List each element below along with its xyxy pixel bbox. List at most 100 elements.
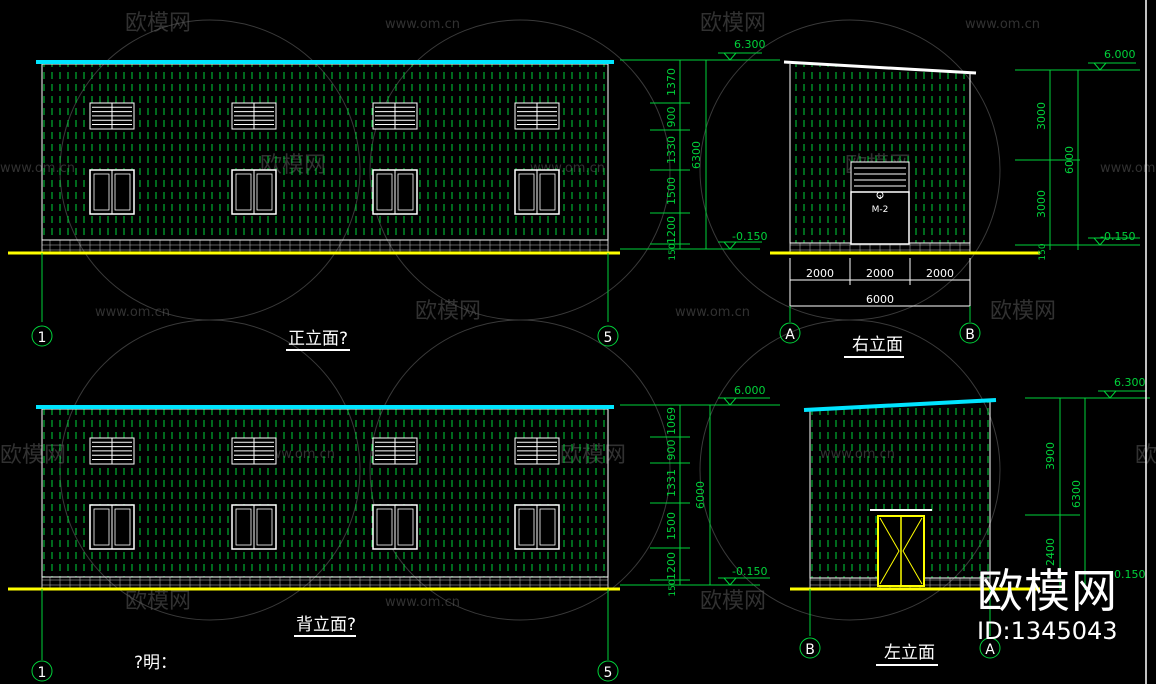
front-axis-label-left: 1 (38, 330, 47, 346)
back-dim-text: 6.000 -0.150 1069 900 1331 1500 1200 150… (665, 384, 767, 597)
watermark-url: www.om.cn (675, 305, 750, 320)
right-door-mark-circle (876, 191, 884, 199)
right-elev-top: 6.000 (1104, 48, 1136, 61)
watermark-logo: 欧模网 (700, 11, 766, 36)
casement-sash (235, 173, 252, 211)
front-dim-1: 1370 (665, 68, 678, 96)
left-dim-v-1: 3900 (1044, 442, 1057, 470)
front-axis-label-right: 5 (604, 330, 613, 346)
left-dim-v-2: 2400 (1044, 538, 1057, 566)
back-elevation: 1 5 背立面? ?明： (8, 405, 620, 682)
watermark-url: www.om.cn (965, 17, 1040, 32)
brand-id: ID:1345043 (977, 617, 1118, 645)
back-dimensions (620, 397, 780, 586)
front-elevation-title: 正立面? (288, 329, 348, 349)
right-elevation: 2 M-2 2000 2000 2000 6000 A B 右立面 (770, 60, 1040, 358)
back-elev-bottom: -0.150 (732, 565, 767, 578)
back-elevation-title: 背立面? (296, 615, 356, 635)
back-dim-4: 1500 (665, 512, 678, 540)
right-dim-v-2: 3000 (1035, 190, 1048, 218)
right-axis-label-left: A (785, 327, 795, 343)
left-elevation: B A 左立面 (790, 398, 1040, 666)
back-elev-top: 6.000 (734, 384, 766, 397)
right-elevation-title: 右立面 (852, 335, 903, 355)
back-dim-6: 150 (668, 579, 678, 596)
casement-sash (397, 508, 414, 546)
casement-sash (235, 508, 252, 546)
casement-sash (114, 508, 131, 546)
right-door-mark: 2 (878, 195, 881, 201)
brand-logo-text: 欧模网 (977, 564, 1118, 618)
back-dim-3: 1331 (665, 469, 678, 497)
right-dim-v-1: 3000 (1035, 102, 1048, 130)
front-dimensions (620, 52, 780, 250)
front-axis-bubble-left (31, 325, 53, 347)
left-dim-text: 6.300 0.150 3900 2400 6300 (1044, 376, 1146, 581)
watermark-logo: 欧模网 (700, 589, 766, 614)
front-dim-5: 1200 (665, 216, 678, 244)
casement-sash (256, 508, 273, 546)
left-elev-bottom: 0.150 (1114, 568, 1146, 581)
note-label: ?明： (134, 653, 177, 673)
right-dim-h-total: 6000 (866, 293, 894, 306)
left-dim-v-total: 6300 (1070, 480, 1083, 508)
front-dim-2: 900 (665, 107, 678, 128)
left-elev-top: 6.300 (1114, 376, 1146, 389)
right-dim-v-total: 6000 (1063, 146, 1076, 174)
watermark-url: www.om.cn (385, 595, 460, 610)
back-dim-total: 6000 (694, 481, 707, 509)
right-axis-bubble-right (959, 322, 981, 344)
watermark-url: www.om.cn (95, 305, 170, 320)
left-door-swing (879, 517, 923, 585)
right-door-louver-slats (854, 167, 906, 187)
front-dim-total: 6300 (690, 141, 703, 169)
right-elev-bottom: -0.150 (1100, 230, 1135, 243)
back-axis-label-left: 1 (38, 665, 47, 681)
front-brick-base (41, 239, 609, 253)
right-dim-h-3: 2000 (926, 267, 954, 280)
front-dim-3: 1330 (665, 136, 678, 164)
casement-sash (376, 173, 393, 211)
right-dim-h-1: 2000 (806, 267, 834, 280)
left-axis-label-right: A (985, 642, 995, 658)
right-door-louver (850, 161, 910, 193)
back-axis-label-right: 5 (604, 665, 613, 681)
casement-sash (93, 173, 110, 211)
casement-sash (539, 508, 556, 546)
casement-sash (256, 173, 273, 211)
casement-sash (114, 173, 131, 211)
right-axis-label-right: B (965, 327, 975, 343)
back-casement-windows (89, 504, 560, 550)
watermark-logo: 欧模网 (125, 589, 191, 614)
back-brick-base (41, 576, 609, 589)
casement-sash (376, 508, 393, 546)
watermark-logo: 欧模网 (415, 299, 481, 324)
left-roof (803, 398, 997, 412)
front-axis-bubble-right (597, 325, 619, 347)
left-elevation-title: 左立面 (884, 643, 935, 663)
casement-sash (518, 173, 535, 211)
left-axis-label-left: B (805, 642, 815, 658)
left-dimensions (1025, 390, 1150, 590)
back-louver-windows (89, 437, 560, 465)
right-dim-v-3: 150 (1038, 243, 1048, 260)
back-dim-1: 1069 (665, 407, 678, 435)
front-cladding (42, 64, 608, 240)
back-axis-bubble-left (31, 660, 53, 682)
back-dim-2: 900 (665, 440, 678, 461)
watermark-logo: 欧模网 (990, 299, 1056, 324)
casement-sash (539, 173, 556, 211)
front-casement-windows (89, 169, 560, 215)
front-dim-4: 1500 (665, 177, 678, 205)
front-dim-text: 6.300 -0.150 1370 900 1330 1500 1200 150… (665, 38, 767, 261)
casement-sash (397, 173, 414, 211)
back-dim-5: 1200 (665, 552, 678, 580)
right-dim-h-2: 2000 (866, 267, 894, 280)
casement-sash (93, 508, 110, 546)
left-cladding (810, 402, 990, 578)
right-door (850, 191, 910, 245)
right-cladding (790, 64, 970, 243)
watermark-url: www.om.cn (385, 17, 460, 32)
right-dimensions (1015, 62, 1140, 250)
